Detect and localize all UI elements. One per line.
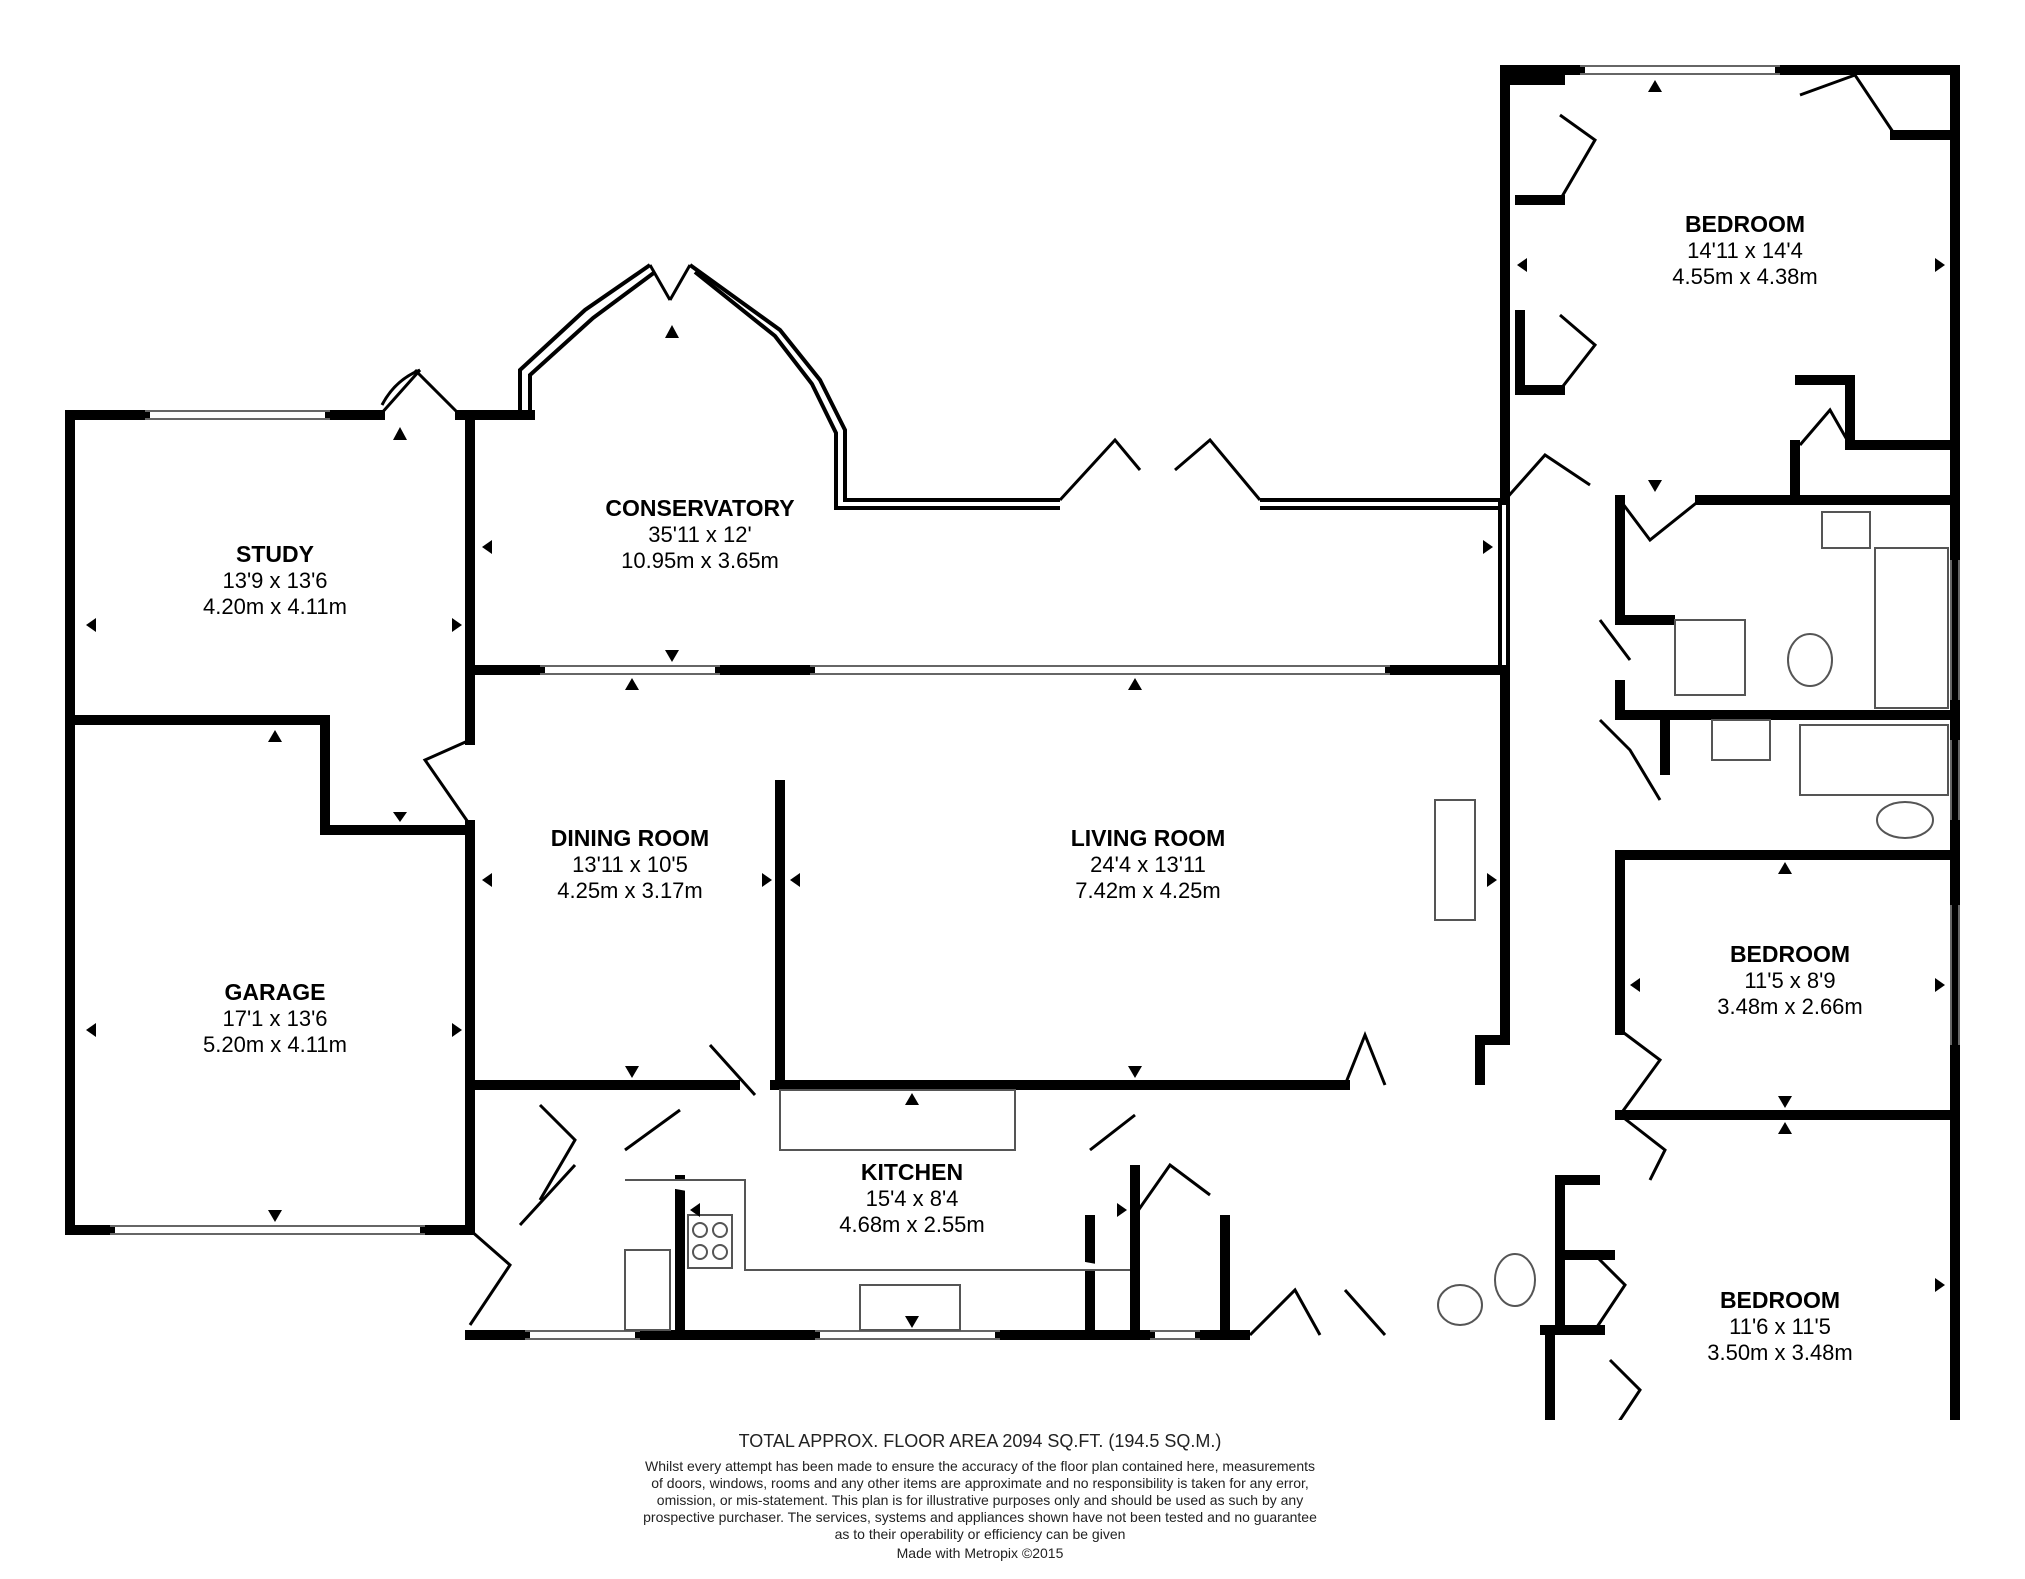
bedroom2-imperial: 11'5 x 8'9: [1744, 968, 1835, 993]
study-metric: 4.20m x 4.11m: [203, 594, 347, 619]
conservatory-imperial: 35'11 x 12': [648, 522, 751, 547]
arrow-study-left: [86, 618, 96, 632]
arrow-living-bottom: [1128, 1066, 1142, 1078]
bedroom3-metric: 3.50m x 3.48m: [1707, 1340, 1853, 1365]
arrow-kitchen-left: [690, 1203, 700, 1217]
arrow-bedroom2-bottom: [1778, 1096, 1792, 1108]
made-with-credit: Made with Metropix ©2015: [896, 1545, 1064, 1561]
room-label-conservatory: CONSERVATORY 35'11 x 12' 10.95m x 3.65m: [605, 495, 794, 573]
arrow-living-left: [790, 873, 800, 887]
disclaimer-line: prospective purchaser. The services, sys…: [643, 1509, 1317, 1525]
garage-metric: 5.20m x 4.11m: [203, 1032, 347, 1057]
kitchen-walls: [465, 1080, 1250, 1340]
bedroom2-metric: 3.48m x 2.66m: [1717, 994, 1863, 1019]
bedroom1-imperial: 14'11 x 14'4: [1687, 238, 1803, 263]
dining-living-walls: [465, 665, 1510, 1090]
room-label-living: LIVING ROOM 24'4 x 13'11 7.42m x 4.25m: [1071, 825, 1226, 903]
kitchen-fixtures: [468, 1043, 1387, 1337]
right-wing-fixtures: [1437, 73, 1949, 1420]
garage-name: GARAGE: [225, 979, 326, 1005]
arrow-kitchen-right: [1117, 1203, 1127, 1217]
bedroom3-imperial: 11'6 x 11'5: [1729, 1314, 1831, 1339]
right-wing-walls: [1500, 65, 1960, 1420]
garage-imperial: 17'1 x 13'6: [222, 1006, 327, 1031]
bedroom1-metric: 4.55m x 4.38m: [1672, 264, 1818, 289]
plan-footer: TOTAL APPROX. FLOOR AREA 2094 SQ.FT. (19…: [540, 1431, 1420, 1561]
arrow-garage-top: [268, 730, 282, 742]
room-label-bedroom3: BEDROOM 11'6 x 11'5 3.50m x 3.48m: [1707, 1287, 1853, 1365]
room-label-bedroom2: BEDROOM 11'5 x 8'9 3.48m x 2.66m: [1717, 941, 1863, 1019]
arrow-living-right: [1487, 873, 1497, 887]
study-door: [378, 368, 462, 417]
dining-imperial: 13'11 x 10'5: [572, 852, 688, 877]
kitchen-imperial: 15'4 x 8'4: [866, 1186, 959, 1211]
dining-name: DINING ROOM: [551, 825, 709, 851]
disclaimer-line: as to their operability or efficiency ca…: [834, 1526, 1126, 1542]
disclaimer: Whilst every attempt has been made to en…: [540, 1458, 1420, 1543]
living-imperial: 24'4 x 13'11: [1090, 852, 1206, 877]
arrow-garage-left: [86, 1023, 96, 1037]
arrow-dining-top: [625, 678, 639, 690]
arrow-dining-right: [762, 873, 772, 887]
arrow-dining-bottom: [625, 1066, 639, 1078]
room-label-garage: GARAGE 17'1 x 13'6 5.20m x 4.11m: [203, 979, 347, 1057]
kitchen-metric: 4.68m x 2.55m: [839, 1212, 985, 1237]
arrow-bedroom1-right: [1935, 258, 1945, 272]
disclaimer-line: of doors, windows, rooms and any other i…: [651, 1475, 1309, 1491]
bedroom1-name: BEDROOM: [1685, 211, 1805, 237]
room-label-study: STUDY 13'9 x 13'6 4.20m x 4.11m: [203, 541, 347, 619]
conservatory-metric: 10.95m x 3.65m: [621, 548, 779, 573]
arrow-study-bottom: [393, 812, 407, 822]
study-name: STUDY: [236, 541, 314, 567]
conservatory-name: CONSERVATORY: [605, 495, 794, 521]
arrow-bedroom3-right: [1935, 1278, 1945, 1292]
arrow-bedroom1-bottom: [1648, 480, 1662, 492]
arrow-garage-bottom: [268, 1210, 282, 1222]
dining-living-doors: [422, 738, 1476, 1086]
dining-metric: 4.25m x 3.17m: [557, 878, 703, 903]
arrow-study-top: [393, 427, 407, 440]
arrow-kitchen-bottom: [905, 1316, 919, 1328]
disclaimer-line: Whilst every attempt has been made to en…: [644, 1458, 1316, 1474]
arrow-study-right: [452, 618, 462, 632]
room-label-dining: DINING ROOM 13'11 x 10'5 4.25m x 3.17m: [551, 825, 709, 903]
arrow-conservatory-left: [482, 540, 492, 554]
arrow-bedroom1-top: [1648, 80, 1662, 92]
floor-plan: BEDROOM 14'11 x 14'4 4.55m x 4.38m CONSE…: [65, 65, 1960, 1420]
arrow-conservatory-right: [1483, 540, 1493, 554]
arrow-bedroom2-left: [1630, 978, 1640, 992]
living-metric: 7.42m x 4.25m: [1075, 878, 1221, 903]
dimension-arrows: [86, 80, 1945, 1328]
arrow-kitchen-top: [905, 1093, 919, 1105]
study-garage-windows: [110, 410, 425, 1235]
arrow-bedroom1-left: [1517, 258, 1527, 272]
right-wing-windows: [1580, 65, 1960, 1045]
bedroom3-name: BEDROOM: [1720, 1287, 1840, 1313]
bedroom2-name: BEDROOM: [1730, 941, 1850, 967]
disclaimer-line: omission, or mis-statement. This plan is…: [656, 1492, 1304, 1508]
total-floor-area: TOTAL APPROX. FLOOR AREA 2094 SQ.FT. (19…: [738, 1431, 1222, 1451]
arrow-living-top: [1128, 678, 1142, 690]
room-label-bedroom1: BEDROOM 14'11 x 14'4 4.55m x 4.38m: [1672, 211, 1818, 289]
arrow-conservatory-bottom: [665, 650, 679, 662]
arrow-bedroom2-right: [1935, 978, 1945, 992]
dining-living-glazing: [540, 665, 1390, 675]
arrow-bedroom2-top: [1778, 862, 1792, 874]
study-garage-walls: [65, 410, 535, 1235]
room-label-kitchen: KITCHEN 15'4 x 8'4 4.68m x 2.55m: [839, 1159, 985, 1237]
arrow-bedroom3-top: [1778, 1122, 1792, 1134]
kitchen-name: KITCHEN: [861, 1159, 963, 1185]
arrow-dining-left: [482, 873, 492, 887]
arrow-conservatory-top: [665, 325, 679, 338]
living-name: LIVING ROOM: [1071, 825, 1226, 851]
arrow-garage-right: [452, 1023, 462, 1037]
conservatory-walls: [465, 263, 1510, 675]
study-imperial: 13'9 x 13'6: [222, 568, 327, 593]
